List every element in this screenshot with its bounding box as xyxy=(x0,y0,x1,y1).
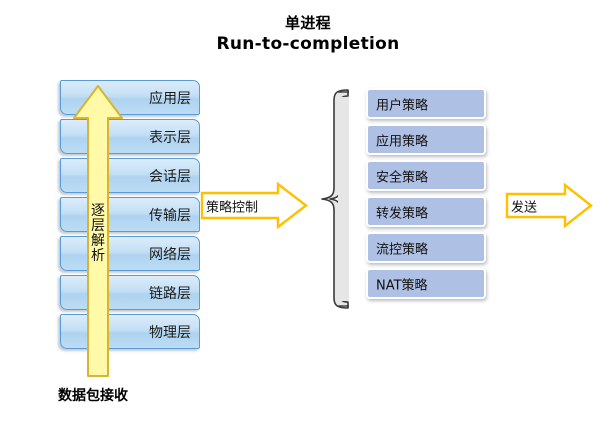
policy-label: 用户策略 xyxy=(376,98,429,113)
policy-control-label: 策略控制 xyxy=(206,200,259,215)
policy-label: 安全策略 xyxy=(376,170,429,185)
page-title-chinese: 单进程 xyxy=(285,14,331,32)
curly-brace-icon xyxy=(318,88,350,310)
up-arrow-label: 逐 层 解 析 xyxy=(72,204,124,264)
layer-box-physical[interactable]: 物理层 xyxy=(60,314,200,349)
policy-item-flow-control[interactable]: 流控策略 xyxy=(366,232,486,263)
layer-label: 表示层 xyxy=(149,129,191,146)
policy-label: 流控策略 xyxy=(376,242,429,257)
up-arrow-char-1: 逐 xyxy=(91,203,105,219)
policy-item-application[interactable]: 应用策略 xyxy=(366,124,486,155)
policy-control-arrow: 策略控制 xyxy=(200,182,308,229)
up-arrow-char-2: 层 xyxy=(91,218,105,234)
page-title-english: Run-to-completion xyxy=(216,34,400,54)
layer-label: 会话层 xyxy=(149,168,191,185)
layer-label: 传输层 xyxy=(149,207,191,224)
layer-box-presentation[interactable]: 表示层 xyxy=(60,119,200,154)
up-arrow-char-3: 解 xyxy=(91,233,105,249)
layer-label: 应用层 xyxy=(149,90,191,107)
send-label: 发送 xyxy=(511,200,538,215)
send-arrow: 发送 xyxy=(505,183,593,228)
layer-label: 链路层 xyxy=(149,285,191,302)
policy-item-forwarding[interactable]: 转发策略 xyxy=(366,196,486,227)
policy-label: 应用策略 xyxy=(376,134,429,149)
policy-item-security[interactable]: 安全策略 xyxy=(366,160,486,191)
policy-label: NAT策略 xyxy=(376,278,428,293)
up-arrow-icon: 逐 层 解 析 xyxy=(72,84,124,378)
layer-box-transport[interactable]: 传输层 xyxy=(60,197,200,232)
policy-list: 用户策略 应用策略 安全策略 转发策略 流控策略 NAT策略 xyxy=(366,88,486,304)
packet-receive-caption: 数据包接收 xyxy=(58,388,128,404)
protocol-layer-stack: 应用层 表示层 会话层 传输层 网络层 链路层 物理层 xyxy=(60,80,200,353)
layer-box-session[interactable]: 会话层 xyxy=(60,158,200,193)
policy-item-nat[interactable]: NAT策略 xyxy=(366,268,486,299)
up-arrow-char-4: 析 xyxy=(91,248,105,264)
policy-item-user[interactable]: 用户策略 xyxy=(366,88,486,119)
layer-label: 物理层 xyxy=(149,324,191,341)
layer-box-datalink[interactable]: 链路层 xyxy=(60,275,200,310)
layer-label: 网络层 xyxy=(149,246,191,263)
policy-label: 转发策略 xyxy=(376,206,429,221)
layer-box-network[interactable]: 网络层 xyxy=(60,236,200,271)
